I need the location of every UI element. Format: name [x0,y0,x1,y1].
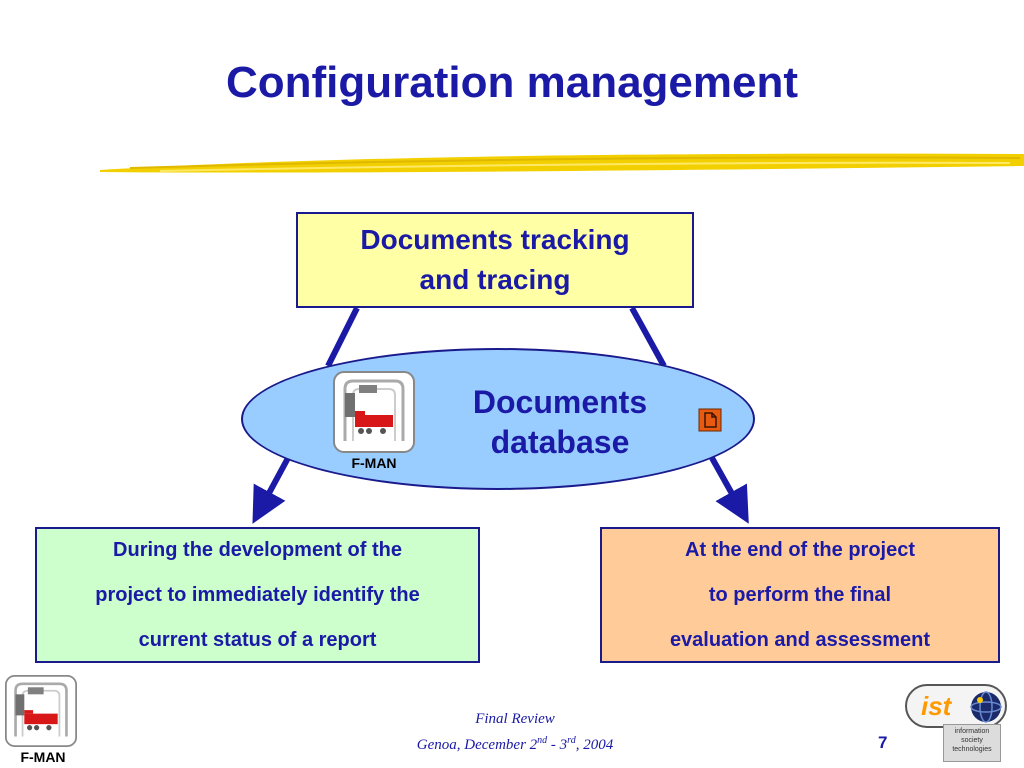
document-icon [698,408,722,432]
slide-title: Configuration management [225,58,799,107]
connector-top-right [629,306,667,368]
footer-f-man-caption: F-MAN [20,749,66,765]
footer-event: Final Review [475,711,555,727]
right-box-line2: to perform the final [708,583,892,606]
left-box-line2: project to immediately identify the [95,583,420,606]
ist-badge: ist [905,684,1007,728]
database-line2: database [490,424,630,460]
during-development-box: During the development of the project to… [35,527,480,663]
documents-database-label: Documents database [440,382,680,462]
left-box-line3: current status of a report [138,628,377,651]
f-man-logo-icon [333,371,415,453]
page-number: 7 [878,733,888,752]
ist-tagline: information society technologies [943,724,1001,762]
documents-tracking-box: Documents tracking and tracing [296,212,694,308]
right-box-line3: evaluation and assessment [669,628,931,651]
arrow-to-right-box [709,456,749,524]
ist-logo: ist information society technologies [905,684,1015,762]
documents-database-ellipse [241,348,755,490]
ist-logo-text: ist [921,691,952,721]
left-box-line1: During the development of the [113,538,402,561]
footer-text: Final Review Genoa, December 2nd - 3rd, … [330,708,700,756]
connector-top-left [325,306,360,368]
f-man-logo: F-MAN [333,371,415,471]
title-underline-brush [100,153,1024,173]
arrow-to-left-box [252,456,291,524]
footer-f-man-logo-icon [5,675,77,747]
top-box-line2: and tracing [419,264,571,295]
f-man-logo-caption: F-MAN [351,455,397,471]
globe-icon [970,691,1002,723]
right-box-line1: At the end of the project [685,538,915,561]
database-line1: Documents [472,384,648,420]
end-of-project-box: At the end of the project to perform the… [600,527,1000,663]
top-box-line1: Documents tracking [360,224,630,255]
footer-date: Genoa, December 2nd - 3rd, 2004 [416,735,614,753]
footer-f-man-logo: F-MAN [4,675,82,765]
